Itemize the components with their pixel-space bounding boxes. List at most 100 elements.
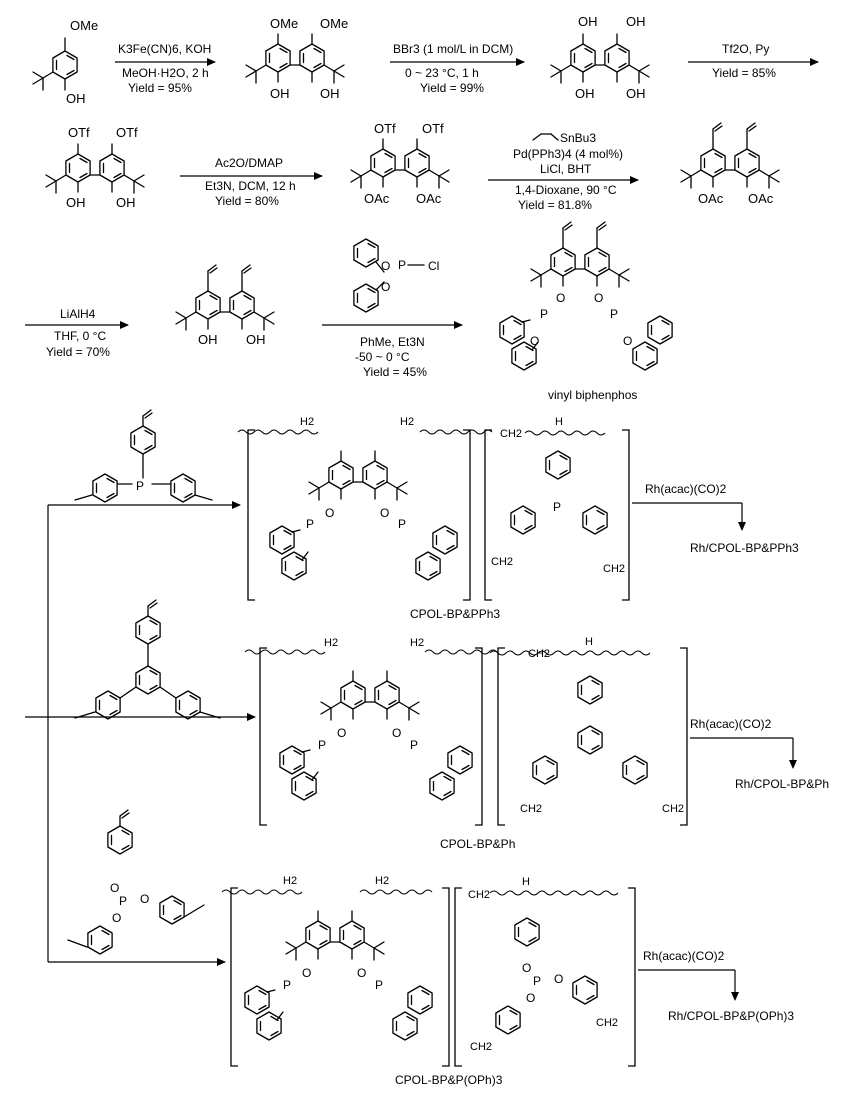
r2p1-oac-l: OAc — [364, 191, 390, 206]
r3a1-cond-mid: THF, 0 °C — [54, 329, 106, 343]
p3-o-top: O — [522, 961, 531, 975]
r1a2-cond-mid: 0 ~ 23 °C, 1 h — [405, 66, 479, 80]
rh-cpol-bp-pophs3: Rh/CPOL-BP&P(OPh)3 — [668, 1009, 794, 1023]
p3l-o-top: O — [110, 881, 119, 895]
r2a2-reagent: SnBu3 — [560, 131, 596, 145]
r2p2-oac-r: OAc — [748, 191, 774, 206]
r1a3-cond-top: Tf2O, Py — [722, 42, 769, 56]
rh-cpol-bp-ph: Rh/CPOL-BP&Ph — [735, 777, 829, 791]
cpol-bp-pophs3-polymer: H2 H2 O O P P CH2 H O P O O CH2 CH2 CPOL… — [221, 875, 636, 1087]
p2-oh-tr: OH — [626, 14, 646, 29]
row2-starting-material: OTf OTf OH OH — [46, 125, 144, 210]
r1a1-cond-top: K3Fe(CN)6, KOH — [118, 42, 211, 56]
p1-o-l: O — [325, 506, 334, 520]
r2p1-otf-l: OTf — [374, 121, 396, 136]
sm-ome-label: OMe — [70, 18, 98, 33]
r3a2-yield: Yield = 45% — [363, 365, 427, 379]
p2-oh-br: OH — [626, 86, 646, 101]
p1-oh-left: OH — [270, 86, 290, 101]
chlorophosphite-reagent: O O P Cl — [353, 238, 439, 313]
p3-h2-l: H2 — [283, 875, 297, 887]
p1-h2-l: H2 — [300, 416, 314, 428]
r3a2-cond-mid: PhMe, Et3N — [360, 335, 425, 349]
vinyl-biphenphos-label: vinyl biphenphos — [548, 388, 637, 402]
vinyl-stannane-reagent: SnBu3 — [532, 131, 596, 145]
vbp-o-l: O — [556, 291, 565, 305]
vinyl-biphenphos: O O P P O O vinyl biphenphos — [500, 221, 673, 402]
p2-p-r: P — [410, 738, 418, 752]
p3-h2-r: H2 — [375, 875, 389, 887]
cpol-bp-ph-polymer: H2 H2 O O P P CH2 H CH2 CH2 CPOL-BP&Ph — [244, 636, 688, 851]
row2-product-1: OTf OTf OAc OAc — [351, 121, 449, 206]
r2a1-cond-mid: Et3N, DCM, 12 h — [205, 179, 296, 193]
r2a1-yield: Yield = 80% — [215, 194, 279, 208]
p1-h2c-br: CH2 — [603, 563, 625, 575]
p2-h2-r: H2 — [410, 637, 424, 649]
row3-starting-material: OH OH — [176, 264, 274, 347]
reagent-o-bot: O — [381, 280, 390, 294]
tris-vinylphenyl-phosphite: O P O O — [67, 809, 205, 955]
vbp-o-r: O — [594, 291, 603, 305]
r1a2-cond-top: BBr3 (1 mol/L in DCM) — [393, 42, 513, 56]
p1-ome-right: OMe — [320, 16, 348, 31]
reagent-p: P — [398, 258, 406, 272]
p3-rh-cond: Rh(acac)(CO)2 — [643, 949, 725, 963]
r2a2-yield: Yield = 81.8% — [518, 198, 592, 212]
p2-ch2-top: CH2 — [528, 648, 550, 660]
ppv-p: P — [136, 479, 144, 493]
r1a1-cond-mid: MeOH·H2O, 2 h — [122, 66, 209, 80]
p3l-p: P — [119, 894, 127, 908]
r2p1-oac-r: OAc — [416, 191, 442, 206]
p3l-o-bot: O — [112, 911, 121, 925]
rh-cpol-bp-pph3: Rh/CPOL-BP&PPh3 — [690, 541, 799, 555]
p1-p-r: P — [398, 517, 406, 531]
row1-product-1: OMe OMe OH OH — [246, 16, 348, 101]
r3sm-oh-l: OH — [198, 332, 218, 347]
p1-rh-cond: Rh(acac)(CO)2 — [645, 482, 727, 496]
row1-product-2: OH OH OH OH — [551, 14, 649, 101]
p2-ch2-bl: CH2 — [520, 803, 542, 815]
tris-vinylphenyl-benzene — [74, 599, 221, 720]
vbp-p-l: P — [540, 307, 548, 321]
reagent-cl: Cl — [428, 259, 439, 273]
p3-o-l: O — [302, 966, 311, 980]
r2a2-cat: Pd(PPh3)4 (4 mol%) — [513, 147, 623, 161]
p1-ome-left: OMe — [270, 16, 298, 31]
p2-h2-l: H2 — [324, 637, 338, 649]
r2a1-cond-top: Ac2O/DMAP — [215, 156, 283, 170]
r1a1-yield: Yield = 95% — [128, 81, 192, 95]
r3a1-yield: Yield = 70% — [46, 345, 110, 359]
reagent-o-top: O — [381, 259, 390, 273]
row1-starting-material: OMe OH — [32, 18, 98, 106]
cpol-bp-pph3-label: CPOL-BP&PPh3 — [410, 607, 500, 621]
r2a2-solv: 1,4-Dioxane, 90 °C — [515, 183, 617, 197]
p3-o-bot: O — [526, 991, 535, 1005]
p3-o-right: O — [554, 972, 563, 986]
p2-rh-cond: Rh(acac)(CO)2 — [690, 717, 772, 731]
p1-pph-p: P — [553, 500, 561, 514]
r2sm-otf-r: OTf — [116, 125, 138, 140]
p3-p-r: P — [375, 978, 383, 992]
r2sm-oh-r: OH — [116, 195, 136, 210]
p2-oh-bl: OH — [575, 86, 595, 101]
r2sm-oh-l: OH — [66, 195, 86, 210]
r3sm-oh-r: OH — [246, 332, 266, 347]
p3-o-r: O — [357, 966, 366, 980]
p3-ch2-bl: CH2 — [470, 1041, 492, 1053]
p2-o-l: O — [337, 726, 346, 740]
vbp-p-r: P — [610, 307, 618, 321]
p1-h-top: H — [555, 416, 563, 428]
r2sm-otf-l: OTf — [68, 125, 90, 140]
p2-oh-tl: OH — [578, 14, 598, 29]
r1a2-yield: Yield = 99% — [420, 81, 484, 95]
p3-p-l: P — [283, 978, 291, 992]
r1a3-yield: Yield = 85% — [712, 66, 776, 80]
p3-ch2-top: CH2 — [468, 889, 490, 901]
p2-h-top: H — [585, 636, 593, 648]
cpol-bp-pophs3-label: CPOL-BP&P(OPh)3 — [395, 1073, 503, 1087]
r3a2-temp: -50 ~ 0 °C — [355, 350, 410, 364]
p1-ch2-bl: CH2 — [491, 556, 513, 568]
p2-ch2-br: CH2 — [662, 803, 684, 815]
p3-h-top: H — [522, 876, 530, 888]
